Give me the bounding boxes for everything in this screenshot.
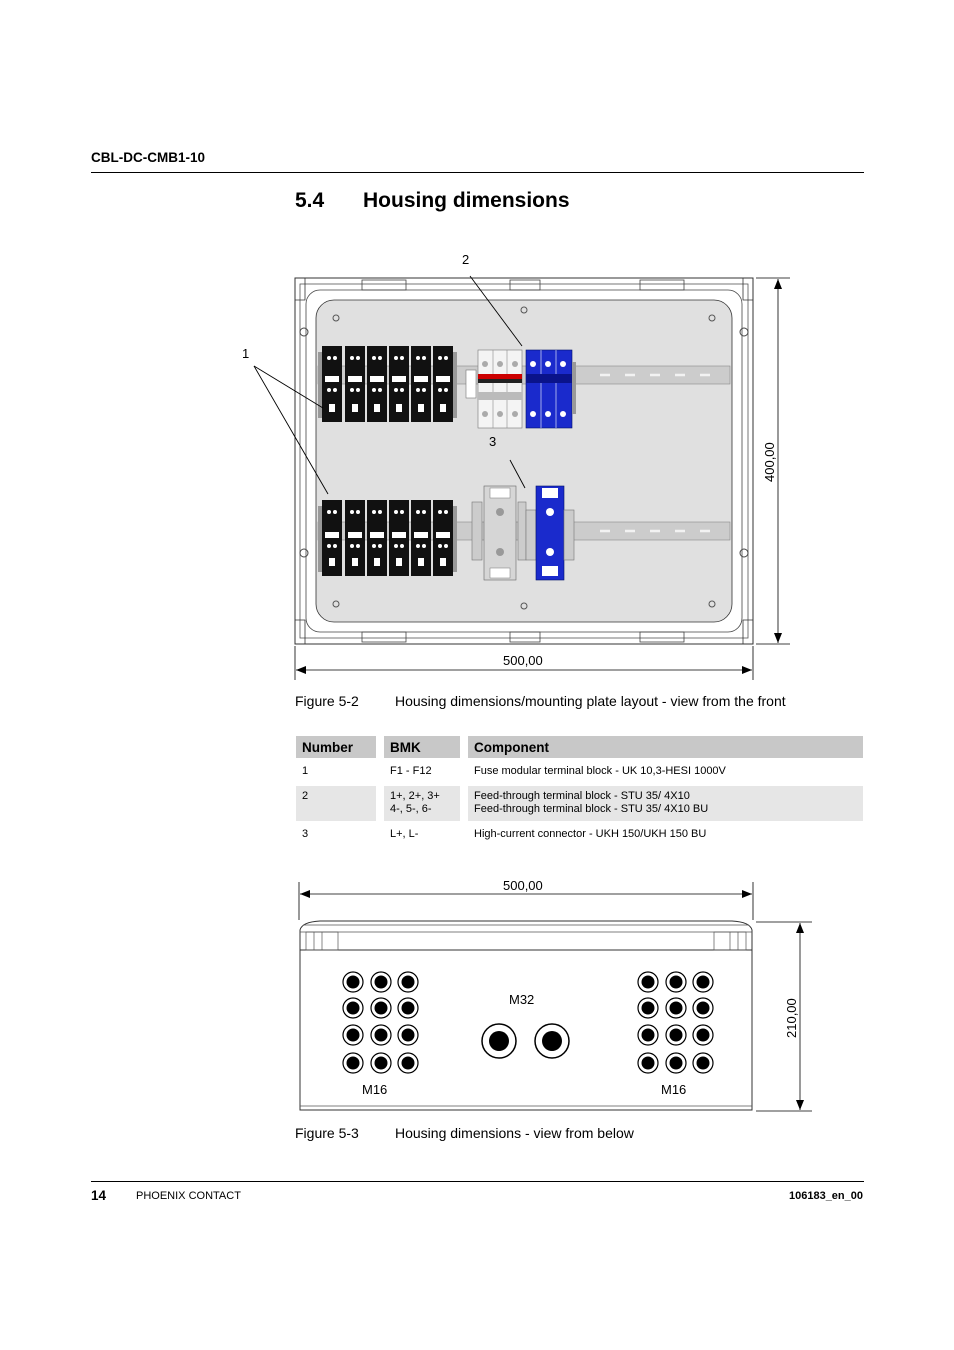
row-component: High-current connector - UKH 150/UKH 150… [474, 828, 707, 840]
document-header-title: CBL-DC-CMB1-10 [91, 150, 205, 165]
footer-document-id: 106183_en_00 [788, 1190, 863, 1202]
fuse-terminal-blocks-top [318, 346, 457, 422]
dimension-height-front: 400,00 [762, 442, 777, 482]
figure-5-3-label: Figure 5-3 [295, 1125, 359, 1141]
callout-1: 1 [242, 346, 249, 361]
callout-leaders [253, 275, 526, 495]
row-bmk: F1 - F12 [384, 761, 468, 783]
section-title: Housing dimensions [363, 189, 570, 212]
table-row: 1 F1 - F12 Fuse modular terminal block -… [296, 761, 863, 783]
front-view-drawing: 1 2 3 500,00 400,00 [242, 252, 790, 680]
bottom-view-drawing: 500,00 210,00 M32 M16 M16 [298, 878, 812, 1112]
footer-rule [91, 1181, 864, 1182]
dimension-width-bottom: 500,00 [503, 878, 543, 893]
row-bmk: L+, L- [384, 824, 468, 846]
header-number: Number [296, 736, 384, 758]
row-number: 3 [296, 824, 384, 846]
dimension-width-front: 500,00 [503, 653, 543, 668]
fuse-terminal-blocks-bottom [318, 500, 457, 576]
dimension-height-bottom: 210,00 [784, 998, 799, 1038]
figure-5-2-label: Figure 5-2 [295, 693, 359, 709]
table-row: 3 L+, L- High-current connector - UKH 15… [296, 824, 863, 846]
header-component: Component [468, 736, 863, 758]
section-number: 5.4 [295, 189, 325, 212]
header-bmk: BMK [384, 736, 468, 758]
m16-glands-right [637, 971, 714, 1074]
row-number: 1 [296, 761, 384, 783]
gland-label-m32: M32 [509, 992, 534, 1007]
callout-2: 2 [462, 252, 469, 267]
m32-glands [481, 1023, 570, 1059]
feed-through-terminal-blocks [465, 349, 576, 429]
header-rule [91, 172, 864, 173]
bottom-dimension-lines [298, 882, 812, 1112]
components-table: Number BMK Component 1 F1 - F12 Fuse mod… [296, 736, 863, 846]
page-number: 14 [91, 1188, 107, 1203]
front-dimension-lines [294, 277, 790, 680]
callout-3: 3 [489, 434, 496, 449]
table-header-row: Number BMK Component [296, 736, 863, 758]
row-component: Fuse modular terminal block - UK 10,3-HE… [474, 765, 726, 777]
gland-label-m16-left: M16 [362, 1082, 387, 1097]
gland-label-m16-right: M16 [661, 1082, 686, 1097]
figure-5-2-caption: Housing dimensions/mounting plate layout… [395, 693, 786, 709]
m16-glands-left [342, 971, 419, 1074]
row-number: 2 [296, 786, 384, 821]
footer-company: PHOENIX CONTACT [136, 1190, 241, 1202]
high-current-connectors [471, 485, 575, 581]
table-row: 2 1+, 2+, 3+4-, 5-, 6- Feed-through term… [296, 786, 863, 821]
row-component: Feed-through terminal block - STU 35/ 4X… [468, 786, 863, 821]
row-bmk: 1+, 2+, 3+4-, 5-, 6- [384, 786, 468, 821]
figure-5-3-caption: Housing dimensions - view from below [395, 1125, 634, 1141]
